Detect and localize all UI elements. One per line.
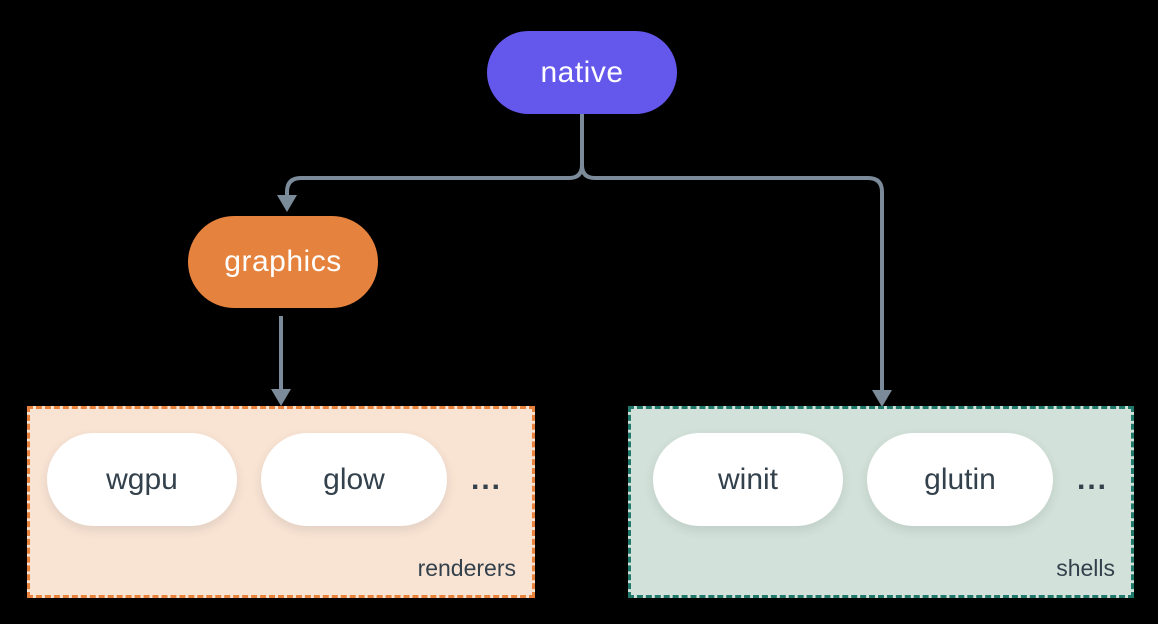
pill-glutin: glutin — [867, 433, 1053, 526]
edge-native-graphics — [285, 114, 584, 196]
pill-glow: glow — [261, 433, 447, 526]
group-renderers: wgpu glow ... renderers — [27, 406, 535, 598]
arrowhead-renderers — [271, 389, 291, 406]
pill-winit-label: winit — [717, 462, 778, 496]
node-graphics-label: graphics — [224, 245, 342, 278]
pill-glutin-label: glutin — [924, 462, 996, 496]
pill-winit: winit — [653, 433, 843, 526]
node-native-label: native — [540, 55, 624, 89]
shells-ellipsis: ... — [1077, 462, 1109, 496]
pill-glow-label: glow — [323, 462, 385, 496]
group-shells: winit glutin ... shells — [628, 406, 1134, 598]
arrowhead-shells — [872, 390, 892, 407]
arrowhead-graphics — [277, 195, 297, 212]
shells-group-label: shells — [1056, 555, 1115, 581]
pill-wgpu: wgpu — [47, 433, 237, 526]
node-graphics: graphics — [188, 216, 378, 308]
pill-wgpu-label: wgpu — [106, 462, 178, 496]
renderers-group-label: renderers — [417, 555, 516, 581]
node-native: native — [487, 31, 677, 114]
edge-native-shells — [580, 114, 884, 390]
renderers-ellipsis: ... — [471, 462, 503, 496]
